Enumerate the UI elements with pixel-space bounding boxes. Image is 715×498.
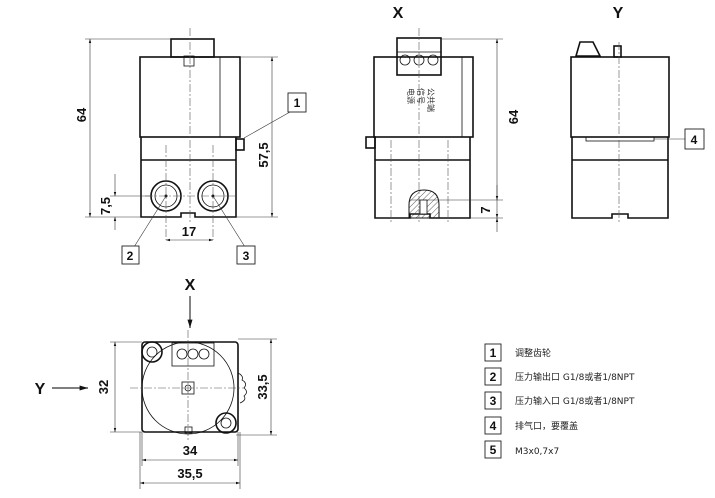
svg-text:2: 2: [490, 370, 497, 384]
dim-35-5: 35,5: [177, 466, 202, 481]
svg-text:1: 1: [490, 346, 497, 360]
svg-text:电源: 电源: [406, 88, 416, 104]
legend: 1 调整齿轮 2 压力输出口 G1/8或者1/8NPT 3 压力输入口 G1/8或者1…: [484, 343, 635, 459]
x-dim-7: 7: [478, 206, 493, 213]
legend-item: 4 排气口，要覆盖: [484, 416, 578, 435]
legend-item: 5 M3x0,7x7: [484, 440, 559, 459]
x-view-label: X: [393, 5, 404, 22]
svg-text:5: 5: [490, 443, 497, 457]
legend-item: 3 压力输入口 G1/8或者1/8NPT: [484, 391, 635, 410]
dim-34: 34: [183, 443, 198, 458]
callout-1: 1: [294, 96, 301, 110]
svg-text:信号: 信号: [416, 88, 426, 104]
x-dim-64: 64: [506, 109, 521, 124]
svg-text:M3x0,7x7: M3x0,7x7: [515, 447, 559, 457]
bottom-x-label: X: [185, 277, 196, 294]
callout-3: 3: [243, 249, 250, 263]
svg-text:调整齿轮: 调整齿轮: [515, 347, 551, 359]
y-view-label: Y: [613, 5, 624, 22]
bottom-view: X Y 32 33,5 34 35,5: [35, 277, 277, 489]
terminal-labels: 电源 信号 公共端: [406, 88, 436, 112]
svg-text:排气口，要覆盖: 排气口，要覆盖: [515, 420, 578, 432]
dim-7-5: 7,5: [98, 197, 113, 215]
svg-text:压力输出口 G1/8或者1/8NPT: 压力输出口 G1/8或者1/8NPT: [515, 371, 635, 383]
dim-32: 32: [96, 380, 111, 394]
dim-57-5: 57,5: [256, 142, 271, 167]
svg-text:3: 3: [490, 394, 497, 408]
callout-4: 4: [691, 133, 698, 147]
bottom-y-label: Y: [35, 381, 46, 398]
front-view: 64 57,5 7,5 17 1 2 3: [74, 28, 307, 265]
x-view: X 电源 信号 公共端 64 7: [365, 5, 521, 232]
dim-64: 64: [74, 107, 89, 122]
legend-item: 1 调整齿轮: [484, 343, 551, 362]
dim-17: 17: [182, 224, 196, 239]
svg-text:4: 4: [490, 419, 497, 433]
callout-2: 2: [127, 249, 134, 263]
y-view: Y 4: [570, 5, 705, 222]
svg-text:公共端: 公共端: [426, 88, 436, 112]
dim-33-5: 33,5: [255, 374, 270, 399]
legend-item: 2 压力输出口 G1/8或者1/8NPT: [484, 367, 635, 386]
svg-text:压力输入口 G1/8或者1/8NPT: 压力输入口 G1/8或者1/8NPT: [515, 395, 635, 407]
